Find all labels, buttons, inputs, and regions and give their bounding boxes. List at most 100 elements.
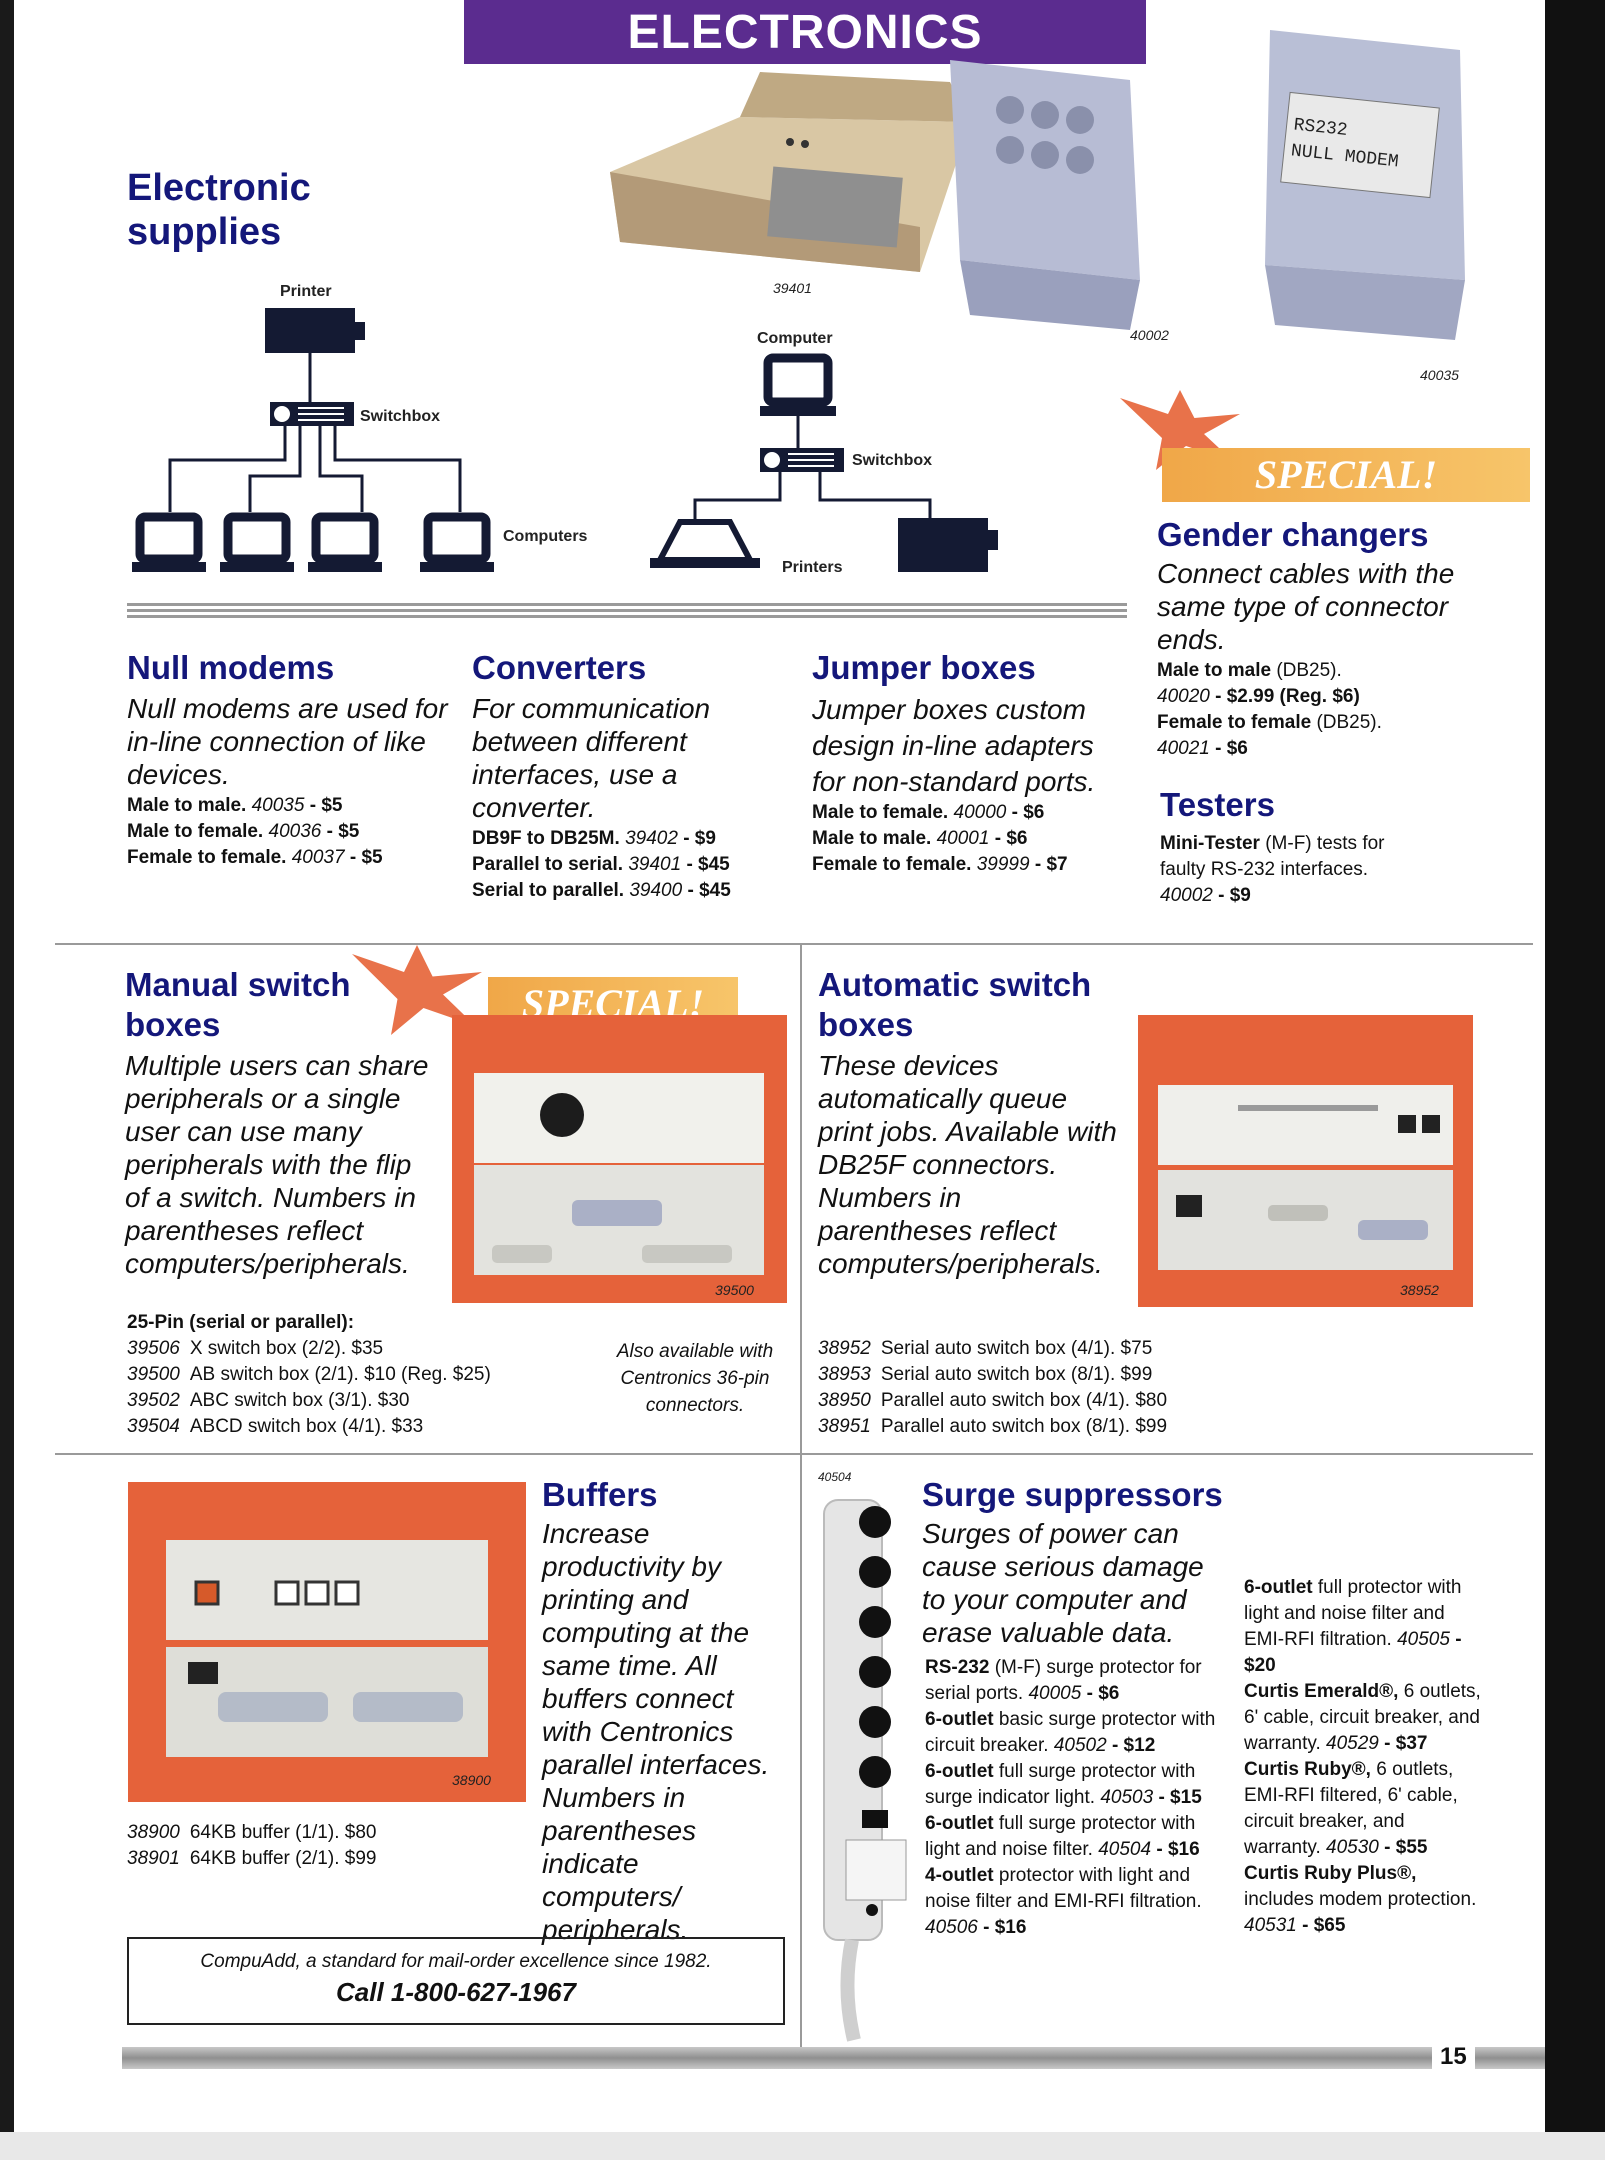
gender-changers-desc: Connect cables with the same type of con…	[1157, 558, 1455, 655]
surge-title: Surge suppressors	[922, 1476, 1223, 1513]
gender-changers-section: Gender changers Connect cables with the …	[1157, 515, 1457, 762]
list-item: 6-outlet full protector with light and n…	[1244, 1577, 1462, 1676]
company-tagline: CompuAdd, a standard for mail-order exce…	[200, 1951, 712, 1972]
list-item: Female to female. 39999 - $7	[812, 854, 1068, 875]
list-item: 6-outlet full surge protector with light…	[925, 1813, 1200, 1860]
list-item: Female to female. 40037 - $5	[127, 847, 383, 868]
testers-list: Mini-Tester (M-F) tests for faulty RS-23…	[1160, 833, 1385, 906]
grid-line-top	[55, 943, 1533, 945]
list-item: 6-outlet basic surge protector with circ…	[925, 1709, 1216, 1756]
list-item: Curtis Ruby Plus®, includes modem protec…	[1244, 1863, 1477, 1936]
converters-section: Converters For communication between dif…	[472, 648, 802, 904]
gender-changers-title: Gender changers	[1157, 516, 1429, 553]
manual-switch-list-head: 25-Pin (serial or parallel):	[127, 1312, 355, 1333]
diagram2-switchbox-label: Switchbox	[852, 452, 933, 469]
jumper-boxes-desc: Jumper boxes custom design in-line adapt…	[812, 694, 1096, 797]
list-item: 4-outlet protector with light and noise …	[925, 1865, 1202, 1938]
jumper-boxes-section: Jumper boxes Jumper boxes custom design …	[812, 648, 1142, 878]
parallel-serial-converter-photo	[590, 62, 990, 282]
surge-strip-photo	[812, 1490, 922, 2045]
auto-switch-section: Automatic switch boxes These devices aut…	[818, 965, 1128, 1280]
list-item: RS-232 (M-F) surge protector for serial …	[925, 1657, 1202, 1704]
surge-section: Surge suppressors Surges of power can ca…	[922, 1475, 1482, 1649]
section-divider-rules	[127, 603, 1127, 618]
auto-switch-title: Automatic switch boxes	[818, 966, 1092, 1043]
null-modems-desc: Null modems are used for in-line connect…	[127, 693, 448, 790]
company-phone: Call 1-800-627-1967	[336, 1977, 576, 2007]
jumper-box-photo	[930, 40, 1160, 340]
list-item: Male to female. 40000 - $6	[812, 802, 1045, 823]
footer-bar	[122, 2047, 1432, 2069]
list-item: Parallel to serial. 39401 - $45	[472, 854, 730, 875]
list-item: Curtis Ruby®, 6 outlets, EMI-RFI filtere…	[1244, 1759, 1458, 1858]
photo-caption-38900: 38900	[452, 1772, 491, 1788]
grid-line-middle	[55, 1453, 1533, 1455]
page-edge-bottom	[0, 2132, 1605, 2160]
manual-switch-photo	[452, 1015, 787, 1303]
manual-switch-note: Also available with Centronics 36-pin co…	[616, 1341, 774, 1416]
converters-desc: For communication between different inte…	[472, 693, 711, 823]
list-item: 6-outlet full surge protector with surge…	[925, 1761, 1202, 1808]
surge-list-left: RS-232 (M-F) surge protector for serial …	[925, 1655, 1225, 1941]
adapter-label: RS232 NULL MODEM	[1289, 115, 1400, 173]
jumper-boxes-list: Male to female. 40000 - $6 Male to male.…	[812, 800, 1142, 878]
gender-changers-list: Male to male (DB25). 40020 - $2.99 (Reg.…	[1157, 660, 1382, 759]
null-modem-adapter-photo	[1240, 20, 1480, 350]
section-banner: ELECTRONICS	[464, 0, 1146, 64]
page-edge-left	[0, 0, 14, 2160]
buffers-title: Buffers	[542, 1476, 658, 1513]
photo-caption-40002: 40002	[1130, 327, 1169, 343]
manual-switch-title: Manual switch boxes	[125, 966, 351, 1043]
diagram1-printer-label: Printer	[280, 283, 332, 300]
photo-caption-40035: 40035	[1420, 367, 1459, 383]
testers-section: Testers Mini-Tester (M-F) tests for faul…	[1160, 785, 1460, 909]
switchbox-diagram-one-printer	[130, 280, 630, 590]
grid-line-middle-upper	[800, 943, 802, 1453]
list-item: Male to male. 40001 - $6	[812, 828, 1028, 849]
footer-bar-right	[1475, 2047, 1545, 2069]
list-item: Male to female. 40036 - $5	[127, 821, 360, 842]
page-edge-right	[1545, 0, 1605, 2160]
manual-switch-section: Manual switch boxes Multiple users can s…	[125, 965, 445, 1280]
converters-title: Converters	[472, 649, 647, 686]
list-item: DB9F to DB25M. 39402 - $9	[472, 828, 716, 849]
photo-caption-39500: 39500	[715, 1282, 754, 1298]
surge-desc-tail-spacer	[1220, 1513, 1480, 1514]
null-modems-title: Null modems	[127, 649, 335, 686]
diagram1-switchbox-label: Switchbox	[360, 408, 441, 425]
switchbox-diagram-one-computer	[640, 350, 1010, 580]
diagram2-printers-label: Printers	[782, 559, 843, 576]
list-item: Curtis Emerald®, 6 outlets, 6' cable, ci…	[1244, 1681, 1481, 1754]
section-title: Electronic supplies	[127, 167, 311, 253]
buffers-section: Buffers Increase productivity by printin…	[542, 1475, 782, 1946]
page-number: 15	[1440, 2043, 1467, 2070]
auto-switch-desc: These devices automatically queue print …	[818, 1050, 1117, 1279]
diagram1-computers-label: Computers	[503, 528, 588, 545]
buffers-desc: Increase productivity by printing and co…	[542, 1518, 770, 1945]
null-modems-list: Male to male. 40035 - $5 Male to female.…	[127, 793, 457, 871]
testers-title: Testers	[1160, 786, 1275, 823]
company-note-box: CompuAdd, a standard for mail-order exce…	[127, 1937, 785, 2025]
null-modems-section: Null modems Null modems are used for in-…	[127, 648, 457, 871]
list-item: Serial to parallel. 39400 - $45	[472, 880, 731, 901]
list-item: Male to male. 40035 - $5	[127, 795, 343, 816]
special-badge-gender: SPECIAL!	[1162, 448, 1530, 502]
manual-switch-desc: Multiple users can share peripherals or …	[125, 1050, 429, 1279]
buffers-photo	[128, 1482, 526, 1802]
jumper-boxes-title: Jumper boxes	[812, 649, 1036, 686]
photo-caption-40504: 40504	[818, 1470, 852, 1484]
converters-list: DB9F to DB25M. 39402 - $9 Parallel to se…	[472, 826, 802, 904]
